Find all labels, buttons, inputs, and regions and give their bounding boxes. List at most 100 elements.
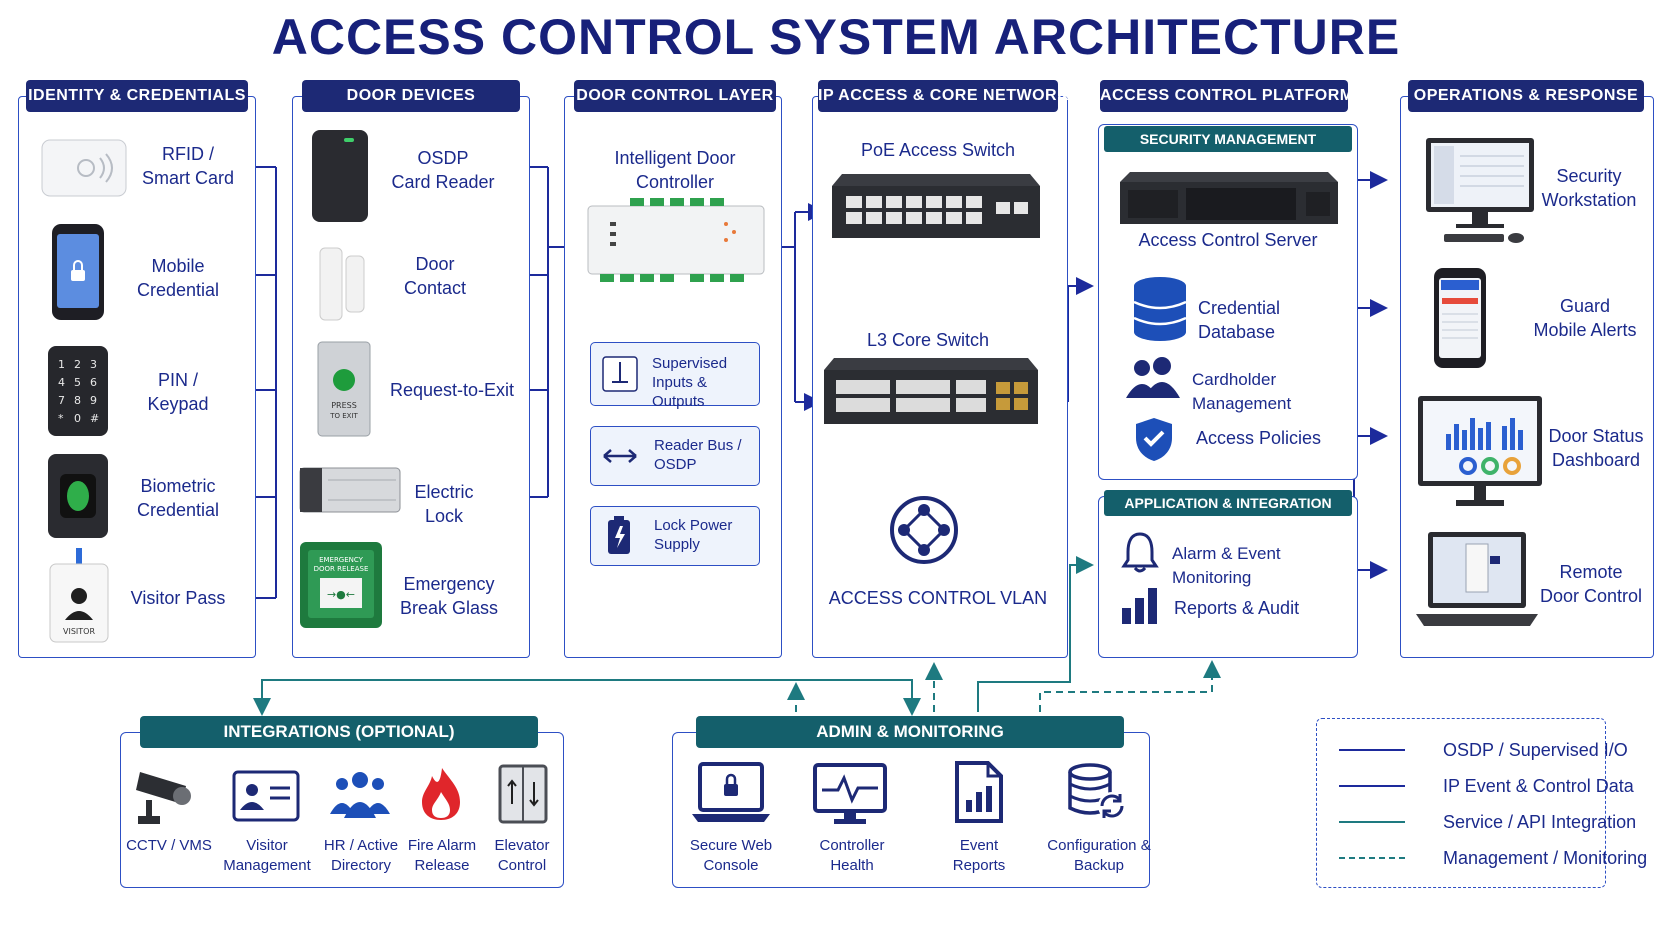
page-title: ACCESS CONTROL SYSTEM ARCHITECTURE bbox=[271, 9, 1401, 65]
pin-keypad-label: PIN / Keypad bbox=[147, 370, 209, 414]
lock-power-label: Lock Power Supply bbox=[654, 517, 733, 553]
controller-health-label: Controller Health bbox=[819, 837, 885, 874]
health-monitor-icon bbox=[813, 763, 887, 824]
configuration-backup-label: Configuration & Backup bbox=[1047, 837, 1151, 874]
guard-phone-icon bbox=[1434, 268, 1486, 368]
security-management-header: SECURITY MANAGEMENT bbox=[1104, 126, 1352, 152]
workstation-icon bbox=[1426, 138, 1534, 243]
biometric-label: Biometric Credential bbox=[136, 476, 220, 520]
cardholder-management-label: Cardholder Management bbox=[1192, 370, 1292, 413]
legend-label-ip-event: IP Event & Control Data bbox=[1443, 776, 1634, 796]
card-reader-icon bbox=[312, 130, 368, 222]
legend-row-ip-event: IP Event & Control Data bbox=[1339, 773, 1634, 799]
door-contact-icon bbox=[319, 247, 365, 321]
legend: OSDP / Supervised I/O IP Event & Control… bbox=[1316, 718, 1647, 888]
elevator-control-label: Elevator Control bbox=[494, 837, 550, 874]
cctv-vms-label: CCTV / VMS bbox=[126, 837, 212, 854]
poe-switch-icon bbox=[832, 174, 1040, 238]
electric-lock-label: Electric Lock bbox=[414, 482, 474, 526]
reports-audit-label: Reports & Audit bbox=[1174, 598, 1300, 618]
bidirectional-arrow-icon bbox=[603, 449, 637, 463]
database-icon bbox=[1133, 277, 1187, 341]
legend-label-service-api: Service / API Integration bbox=[1443, 812, 1637, 832]
door-control-header: DOOR CONTROL LAYER bbox=[574, 80, 776, 112]
security-workstation-label: Security Workstation bbox=[1541, 166, 1637, 210]
door-devices-header: DOOR DEVICES bbox=[302, 80, 520, 112]
poe-switch-label: PoE Access Switch bbox=[860, 140, 1016, 160]
legend-line-service-api bbox=[1339, 821, 1405, 823]
legend-row-management: Management / Monitoring bbox=[1339, 845, 1647, 871]
svg-text:2: 2 bbox=[74, 358, 81, 371]
mobile-phone-icon bbox=[52, 224, 104, 320]
server-icon bbox=[1120, 172, 1338, 224]
identity-header: IDENTITY & CREDENTIALS bbox=[26, 80, 248, 112]
core-switch-icon bbox=[824, 358, 1038, 424]
alarm-monitoring-label: Alarm & Event Monitoring bbox=[1172, 544, 1281, 587]
svg-text:DOOR RELEASE: DOOR RELEASE bbox=[314, 565, 369, 573]
door-status-dashboard-label: Door Status Dashboard bbox=[1548, 426, 1644, 470]
legend-label-osdp: OSDP / Supervised I/O bbox=[1443, 740, 1628, 760]
legend-line-management bbox=[1339, 857, 1405, 859]
svg-text:4: 4 bbox=[58, 376, 65, 389]
svg-text:VISITOR: VISITOR bbox=[63, 627, 95, 636]
bell-icon bbox=[1121, 532, 1159, 573]
visitor-id-card-icon bbox=[232, 770, 300, 822]
access-policies-label: Access Policies bbox=[1196, 428, 1322, 448]
hr-active-directory-label: HR / Active Directory bbox=[323, 837, 399, 874]
remote-door-control-label: Remote Door Control bbox=[1539, 562, 1643, 606]
application-header: APPLICATION & INTEGRATION bbox=[1104, 490, 1352, 516]
svg-text:8: 8 bbox=[74, 394, 81, 407]
io-pins-icon bbox=[602, 356, 638, 392]
shield-check-icon bbox=[1136, 418, 1172, 461]
visitor-pass-label: Visitor Pass bbox=[130, 588, 226, 608]
people-group-icon bbox=[330, 772, 390, 818]
svg-text:0: 0 bbox=[74, 412, 81, 425]
svg-text:EMERGENCY: EMERGENCY bbox=[319, 556, 364, 564]
svg-text:TO EXIT: TO EXIT bbox=[329, 412, 358, 420]
admin-header: ADMIN & MONITORING bbox=[696, 716, 1124, 748]
reader-bus-label: Reader Bus / OSDP bbox=[654, 437, 742, 473]
network-header: IP ACCESS & CORE NETWORK bbox=[818, 80, 1069, 112]
svg-text:PRESS: PRESS bbox=[331, 401, 357, 410]
door-controller-icon bbox=[587, 198, 765, 282]
svg-text:→●←: →●← bbox=[327, 588, 355, 601]
battery-icon bbox=[608, 516, 630, 554]
break-glass-icon: EMERGENCY DOOR RELEASE →●← bbox=[300, 542, 382, 628]
report-document-icon bbox=[955, 761, 1003, 823]
fingerprint-reader-icon bbox=[48, 454, 108, 538]
people-icon bbox=[1126, 357, 1180, 398]
visitor-badge-icon: VISITOR bbox=[49, 548, 109, 643]
secure-laptop-icon bbox=[692, 762, 770, 822]
vlan-label: ACCESS CONTROL VLAN bbox=[828, 588, 1048, 608]
fire-alarm-release-label: Fire Alarm Release bbox=[407, 837, 477, 874]
controller-label: Intelligent Door Controller bbox=[614, 148, 736, 192]
door-contact-label: Door Contact bbox=[403, 254, 467, 298]
mobile-credential-label: Mobile Credential bbox=[136, 256, 220, 300]
application-panel bbox=[1098, 496, 1358, 658]
laptop-remote-icon bbox=[1416, 532, 1538, 626]
credential-database-label: Credential Database bbox=[1198, 298, 1281, 342]
platform-header: ACCESS CONTROL PLATFORM bbox=[1100, 80, 1353, 112]
svg-text:*: * bbox=[58, 412, 64, 425]
guard-mobile-alerts-label: Guard Mobile Alerts bbox=[1533, 296, 1637, 340]
backup-database-icon bbox=[1068, 763, 1126, 820]
bar-chart-icon bbox=[1122, 588, 1157, 624]
electric-lock-icon bbox=[299, 467, 401, 513]
svg-text:7: 7 bbox=[58, 394, 65, 407]
legend-row-service-api: Service / API Integration bbox=[1339, 809, 1636, 835]
operations-header: OPERATIONS & RESPONSE bbox=[1408, 80, 1644, 112]
core-switch-label: L3 Core Switch bbox=[866, 330, 990, 350]
elevator-icon bbox=[498, 764, 548, 824]
svg-text:#: # bbox=[90, 412, 99, 425]
integrations-header: INTEGRATIONS (OPTIONAL) bbox=[140, 716, 538, 748]
fire-icon bbox=[422, 768, 460, 820]
legend-line-osdp bbox=[1339, 749, 1405, 751]
cctv-camera-icon bbox=[136, 772, 191, 824]
event-reports-label: Event Reports bbox=[952, 837, 1006, 874]
legend-row-osdp: OSDP / Supervised I/O bbox=[1339, 737, 1628, 763]
server-label: Access Control Server bbox=[1138, 230, 1318, 250]
dashboard-monitor-icon bbox=[1418, 396, 1542, 506]
rfid-label: RFID / Smart Card bbox=[141, 144, 235, 188]
svg-text:3: 3 bbox=[90, 358, 97, 371]
